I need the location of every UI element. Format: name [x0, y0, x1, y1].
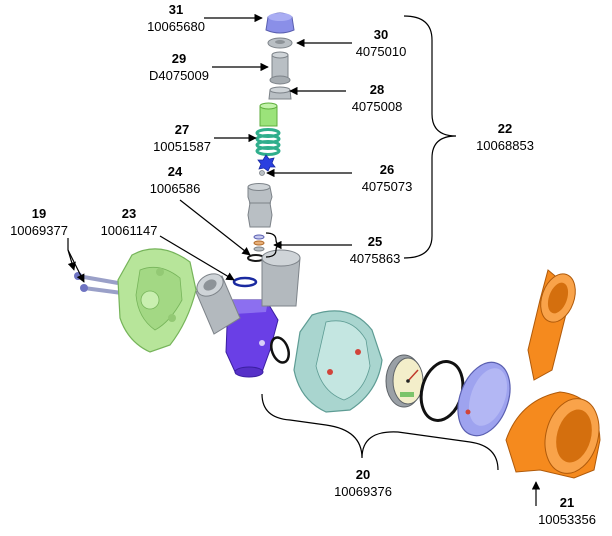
- part-green-housing: [117, 248, 197, 353]
- part-31-cap: [265, 12, 295, 34]
- leader-lines: [67, 13, 541, 506]
- part-27-spring: [255, 128, 281, 156]
- callout-22: 22 10068853: [472, 120, 538, 154]
- callout-23: 23 10061147: [96, 205, 162, 239]
- callout-21: 21 10053356: [534, 494, 600, 528]
- part-23-oring: [232, 276, 258, 288]
- part-grey-tube-left: [195, 273, 241, 335]
- part-teal-housing: [293, 310, 383, 413]
- part-number: 24: [167, 164, 183, 179]
- part-number: 22: [497, 121, 513, 136]
- part-number: 28: [369, 82, 385, 97]
- brace-22: [403, 15, 457, 259]
- part-29-stem: [269, 51, 291, 85]
- part-25-seals: [253, 234, 265, 252]
- part-number: 30: [373, 27, 389, 42]
- part-number: 29: [171, 51, 187, 66]
- part-30-washer: [267, 37, 293, 49]
- part-number: 20: [355, 467, 371, 482]
- callout-31: 31 10065680: [146, 1, 206, 35]
- part-code: 10061147: [100, 223, 158, 238]
- part-lavender-cap: [457, 361, 511, 437]
- part-grey-tube-right: [261, 249, 301, 307]
- callout-26: 26 4075073: [356, 161, 418, 195]
- part-code: 10069376: [334, 484, 392, 499]
- part-code: 10051587: [153, 139, 211, 154]
- part-code: 1006586: [149, 181, 201, 196]
- callout-29: 29 D4075009: [146, 50, 212, 84]
- callout-24: 24 1006586: [144, 163, 206, 197]
- callout-25: 25 4075863: [342, 233, 408, 267]
- part-code: 10065680: [147, 19, 205, 34]
- part-28-nut: [268, 86, 292, 100]
- callout-19: 19 10069377: [6, 205, 72, 239]
- part-number: 26: [379, 162, 395, 177]
- part-26-ball: [259, 170, 265, 176]
- part-code: 10069377: [10, 223, 68, 238]
- callout-28: 28 4075008: [346, 81, 408, 115]
- part-number: 23: [121, 206, 137, 221]
- part-green-cylinder: [259, 102, 278, 127]
- part-number: 25: [367, 234, 383, 249]
- part-21-orange-holder: [505, 269, 601, 479]
- part-code: 10053356: [538, 512, 596, 527]
- part-code: 4075008: [351, 99, 403, 114]
- part-oring-body: [270, 336, 290, 364]
- part-code: D4075009: [149, 68, 209, 83]
- callout-30: 30 4075010: [350, 26, 412, 60]
- part-number: 27: [174, 122, 190, 137]
- brace-20: [261, 393, 499, 471]
- part-19-screws: [74, 272, 123, 295]
- callout-27: 27 10051587: [150, 121, 214, 155]
- part-pressure-gauge: [385, 354, 424, 408]
- part-number: 19: [31, 206, 47, 221]
- part-code: 4075010: [355, 44, 407, 59]
- part-code: 10068853: [476, 138, 534, 153]
- part-blue-star: [257, 154, 276, 172]
- part-number: 31: [168, 2, 184, 17]
- part-code: 4075073: [361, 179, 413, 194]
- part-number: 21: [559, 495, 575, 510]
- part-valve-body: [247, 183, 273, 228]
- part-code: 4075863: [349, 251, 401, 266]
- callout-20: 20 10069376: [330, 466, 396, 500]
- brace-25: [265, 232, 283, 258]
